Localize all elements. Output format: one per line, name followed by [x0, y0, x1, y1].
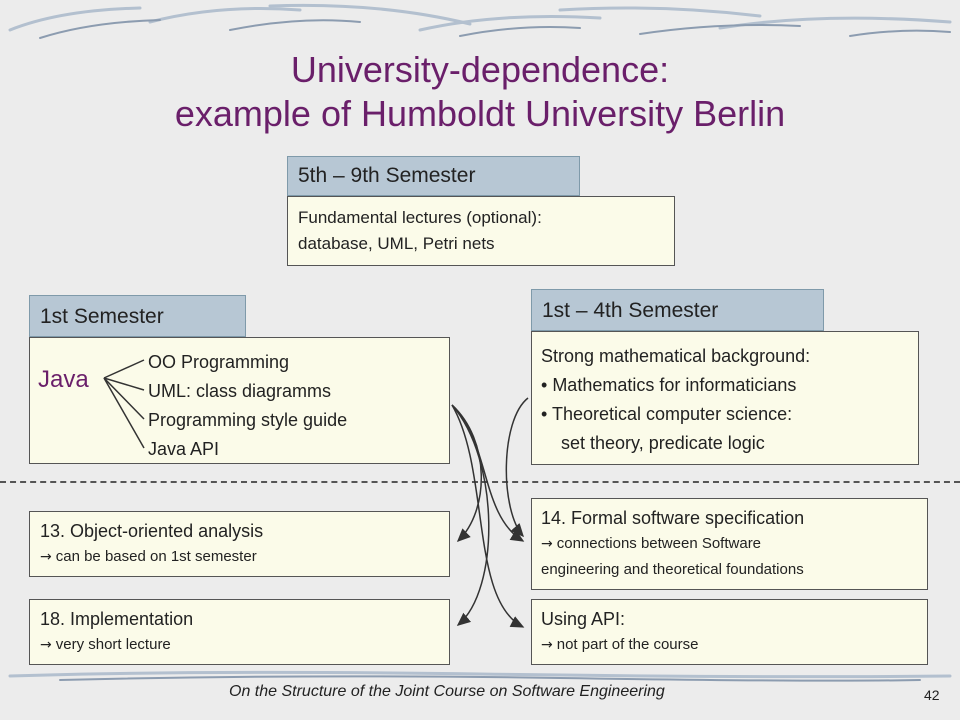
java-branch-lines: [103, 359, 145, 449]
right-arrow-icon: →: [40, 637, 52, 653]
title-line-1: University-dependence:: [290, 49, 670, 90]
java-topics-list: OO Programming UML: class diagramms Prog…: [148, 348, 347, 464]
box-1st-4th-semester: Strong mathematical background: Mathemat…: [531, 331, 919, 465]
theory-topics-line: set theory, predicate logic: [561, 433, 765, 453]
api-title: Using API:: [541, 609, 626, 629]
java-label: Java: [38, 366, 89, 393]
right-arrow-icon: →: [541, 536, 553, 552]
course-14-note-1: connections between Software: [556, 535, 762, 552]
topic-java-api: Java API: [148, 439, 220, 459]
box-using-api: Using API: →not part of the course: [531, 599, 928, 665]
box-1st-semester: Java OO Programming UML: class diagramms…: [29, 337, 450, 464]
course-18-note: very short lecture: [55, 636, 171, 653]
right-arrow-icon: →: [541, 637, 553, 653]
top-decoration: [8, 3, 952, 39]
topic-programming-style-guide: Programming style guide: [148, 410, 348, 430]
box-course-13: 13. Object-oriented analysis →can be bas…: [29, 511, 450, 577]
box-course-14: 14. Formal software specification →conne…: [531, 498, 928, 590]
course-14-note-2: engineering and theoretical foundations: [541, 561, 804, 578]
arrow-math-to-course-14: [505, 397, 529, 538]
tab-5th-9th-semester: 5th – 9th Semester: [287, 156, 580, 196]
api-note: not part of the course: [556, 636, 699, 653]
right-arrow-icon: →: [40, 549, 52, 565]
page-number: 42: [924, 687, 940, 703]
math-background-heading: Strong mathematical background:: [541, 346, 811, 366]
arrow-java-to-course-14: [451, 404, 525, 542]
course-14-title: 14. Formal software specification: [541, 508, 805, 528]
course-13-note: can be based on 1st semester: [55, 548, 257, 565]
fundamental-lectures-line: Fundamental lectures (optional):: [298, 208, 542, 227]
tab-1st-semester: 1st Semester: [29, 295, 246, 337]
arrow-java-to-course-18: [451, 404, 490, 626]
topic-oo-programming: OO Programming: [148, 352, 290, 372]
course-13-title: 13. Object-oriented analysis: [40, 521, 264, 541]
course-18-note-line: →very short lecture: [40, 632, 439, 658]
footer-title: On the Structure of the Joint Course on …: [229, 683, 665, 700]
course-18-title: 18. Implementation: [40, 609, 194, 629]
bottom-decoration: [8, 670, 952, 682]
semester-divider: [0, 481, 960, 483]
title-line-2: example of Humboldt University Berlin: [174, 93, 786, 134]
bullet-theoretical-cs: Theoretical computer science:: [541, 400, 909, 429]
tab-1st-4th-semester: 1st – 4th Semester: [531, 289, 824, 331]
arrow-java-to-api: [451, 404, 525, 628]
box-course-18: 18. Implementation →very short lecture: [29, 599, 450, 665]
box-5th-9th-semester: Fundamental lectures (optional): databas…: [287, 196, 675, 266]
slide-title: University-dependence: example of Humbol…: [0, 48, 960, 136]
api-note-line: →not part of the course: [541, 632, 918, 658]
course-14-note-line-1: →connections between Software: [541, 531, 918, 557]
course-13-note-line: →can be based on 1st semester: [40, 544, 439, 570]
fundamental-topics-line: database, UML, Petri nets: [298, 234, 495, 253]
bullet-mathematics: Mathematics for informaticians: [541, 371, 909, 400]
topic-uml-class-diagrams: UML: class diagramms: [148, 381, 332, 401]
